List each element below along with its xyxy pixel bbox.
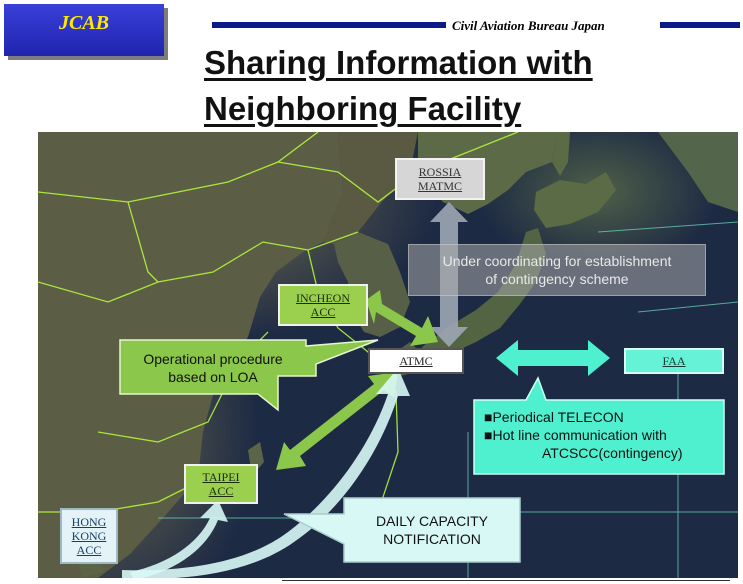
- capacity-line1: DAILY CAPACITY: [344, 512, 520, 530]
- slide-title: Sharing Information with Neighboring Fac…: [204, 40, 593, 132]
- facility-label-line: HONG: [72, 515, 107, 529]
- jcab-logo-badge: JCAB: [4, 4, 164, 56]
- telecon-bullet2-cont: ATCSCC(contingency): [484, 444, 720, 462]
- header-rule-right: [660, 22, 740, 28]
- slide-title-line1: Sharing Information with: [204, 44, 593, 81]
- coordinating-line1: Under coordinating for establishment: [409, 252, 705, 270]
- facility-label-line: FAA: [662, 354, 685, 368]
- organization-name: Civil Aviation Bureau Japan: [452, 18, 605, 34]
- satellite-map: ROSSIA MATMC Under coordinating for esta…: [38, 132, 738, 578]
- facility-label-line: ACC: [77, 543, 102, 557]
- facility-label-line: KONG: [72, 529, 107, 543]
- facility-label-line: ACC: [311, 305, 336, 319]
- loa-callout-text: Operational procedure based on LOA: [122, 350, 304, 386]
- footer-rule: [282, 580, 730, 581]
- loa-line2: based on LOA: [122, 368, 304, 386]
- slide-title-line2: Neighboring Facility: [204, 90, 521, 127]
- facility-taipei-acc: TAIPEI ACC: [184, 464, 258, 504]
- facility-label-line: MATMC: [418, 179, 462, 193]
- header-rule-left: [212, 22, 446, 28]
- facility-faa: FAA: [624, 348, 724, 374]
- fir-line: [638, 302, 738, 312]
- telecon-bullet2: ■Hot line communication with: [484, 426, 720, 444]
- land-kamchatka: [658, 132, 738, 212]
- capacity-line2: NOTIFICATION: [344, 530, 520, 548]
- telecon-callout-text: ■Periodical TELECON ■Hot line communicat…: [484, 408, 720, 462]
- facility-hongkong-acc: HONG KONG ACC: [60, 508, 118, 564]
- facility-label-line: ROSSIA: [419, 165, 462, 179]
- fir-line: [598, 222, 738, 232]
- loa-line1: Operational procedure: [122, 350, 304, 368]
- land-japan-hokkaido: [534, 172, 616, 228]
- facility-russia-matmc: ROSSIA MATMC: [395, 158, 485, 200]
- telecon-bullet1: ■Periodical TELECON: [484, 408, 720, 426]
- facility-label-line: TAIPEI: [202, 470, 239, 484]
- facility-incheon-acc: INCHEON ACC: [278, 284, 368, 326]
- facility-label-line: INCHEON: [296, 291, 350, 305]
- facility-label-line: ATMC: [399, 354, 432, 368]
- atmc-faa-double-arrow: [496, 340, 610, 376]
- jcab-logo-text: JCAB: [59, 12, 109, 35]
- coordinating-callout: Under coordinating for establishment of …: [408, 244, 706, 296]
- facility-atmc: ATMC: [368, 348, 464, 374]
- facility-label-line: ACC: [209, 484, 234, 498]
- coordinating-line2: of contingency scheme: [409, 270, 705, 288]
- capacity-callout-text: DAILY CAPACITY NOTIFICATION: [344, 512, 520, 548]
